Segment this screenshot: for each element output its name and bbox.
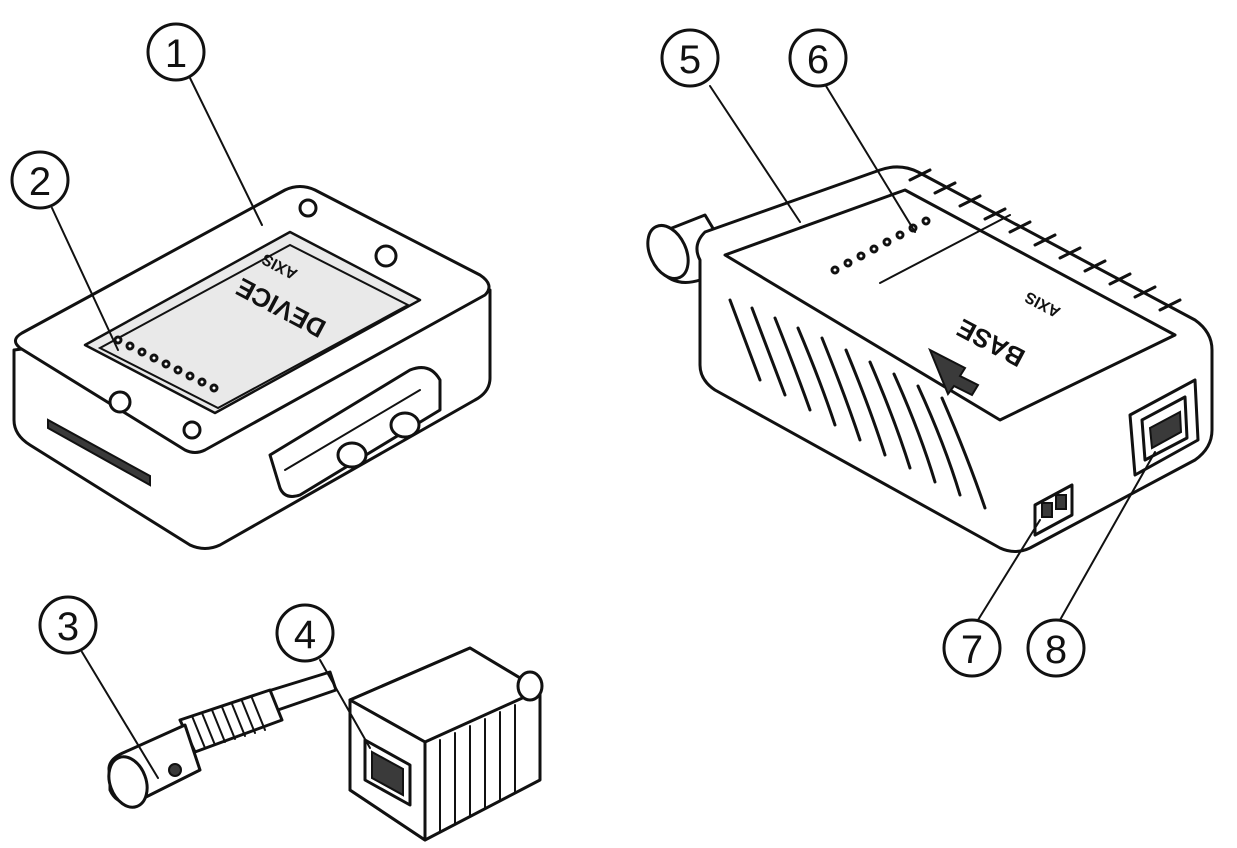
svg-text:4: 4	[294, 613, 316, 657]
callout-7: 7	[944, 620, 1000, 676]
callout-3: 3	[40, 597, 96, 653]
svg-text:3: 3	[57, 605, 79, 649]
device-unit: DEVICE AXIS	[14, 187, 490, 549]
cables	[270, 440, 749, 700]
callout-1: 1	[148, 24, 204, 80]
svg-text:6: 6	[807, 38, 829, 82]
svg-text:2: 2	[29, 160, 51, 204]
base-unit: BASE AXIS	[640, 167, 1212, 552]
svg-text:8: 8	[1045, 628, 1067, 672]
callout-2: 2	[12, 152, 68, 208]
svg-text:7: 7	[961, 628, 983, 672]
leader-line-1	[190, 78, 262, 225]
leader-line-5	[710, 86, 800, 222]
callout-6: 6	[790, 30, 846, 86]
callout-5: 5	[662, 30, 718, 86]
svg-text:5: 5	[679, 38, 701, 82]
callout-8: 8	[1028, 620, 1084, 676]
callout-4: 4	[277, 605, 333, 661]
svg-text:1: 1	[165, 32, 187, 76]
